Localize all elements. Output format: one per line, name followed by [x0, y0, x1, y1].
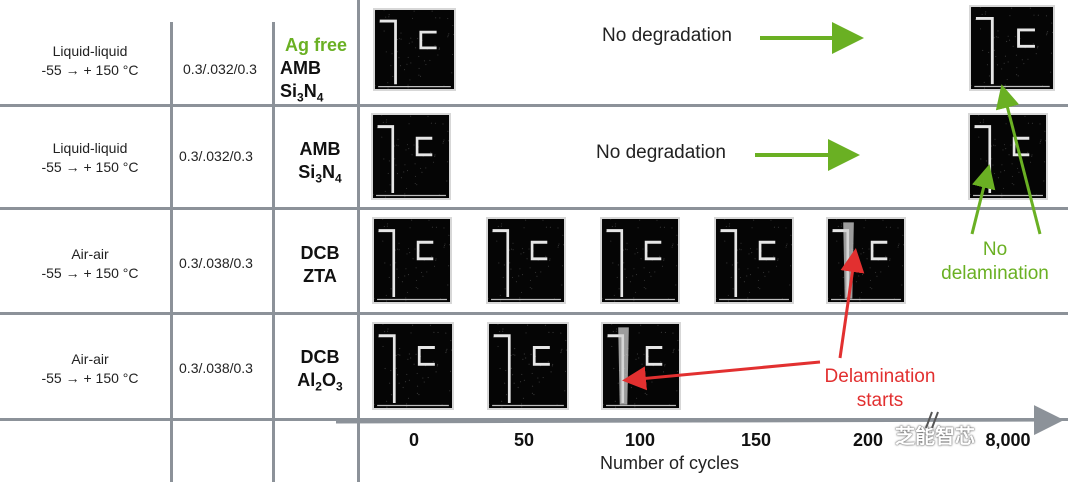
sem-trace-left [606, 229, 624, 298]
sem-pattern [971, 7, 1053, 89]
sem-trace-left [378, 229, 396, 298]
sem-image-r4-c0 [372, 322, 454, 410]
row-1-material: Ag free AMB Si3N4 [280, 35, 347, 105]
no-degradation-label-row-1: No degradation [602, 25, 732, 46]
sem-trace-left [377, 125, 395, 194]
row-4-ratio: 0.3/.038/0.3 [179, 360, 253, 376]
sem-image-r3-c50 [486, 217, 566, 304]
sem-trace-pad [758, 240, 776, 261]
sem-pattern [489, 324, 567, 408]
row-4-material: DCB Al2O3 [297, 347, 343, 394]
sem-pattern [374, 219, 450, 302]
delamination-starts-label: Delamination starts [824, 366, 936, 411]
x-tick-150: 150 [740, 430, 772, 450]
row-3-ratio: 0.3/.038/0.3 [179, 255, 253, 271]
sem-image-r2-c8000 [968, 113, 1048, 200]
row-1-condition: Liquid-liquid -55 → + 150 °C [41, 43, 139, 78]
sem-image-r2-c0 [371, 113, 451, 200]
x-tick-8000: 8,000 [985, 430, 1031, 450]
sem-trace-left [720, 229, 738, 298]
watermark-text: 芝能智芯 [895, 426, 975, 448]
sem-image-r1-c8000 [969, 5, 1055, 91]
row-4-condition: Air-air -55 → + 150 °C [41, 351, 139, 386]
sem-pattern [603, 324, 679, 408]
no-delamination-label: No delamination [941, 239, 1049, 284]
sem-trace-pad [870, 240, 888, 261]
row-divider-2 [0, 207, 1068, 210]
sem-pattern [716, 219, 792, 302]
sem-image-r3-c0 [372, 217, 452, 304]
sem-image-r1-c0 [373, 8, 456, 91]
row-divider-1 [0, 104, 1068, 107]
column-divider-3 [357, 0, 360, 482]
row-3-condition: Air-air -55 → + 150 °C [41, 246, 139, 281]
sem-pattern [488, 219, 564, 302]
sem-pattern [828, 219, 904, 302]
row-3-material: DCB ZTA [300, 243, 340, 286]
sem-trace-left [378, 334, 396, 403]
column-divider-1 [170, 22, 173, 482]
sem-trace-pad [645, 346, 663, 366]
sem-pattern [374, 324, 452, 408]
sem-trace-pad [530, 240, 548, 261]
sem-trace-pad [417, 346, 435, 366]
sem-pattern [970, 115, 1046, 198]
sem-delamination-region [843, 222, 854, 299]
x-tick-200: 200 [852, 430, 884, 450]
x-tick-100: 100 [624, 430, 656, 450]
sem-trace-pad [1012, 136, 1030, 157]
sem-image-r4-c50 [487, 322, 569, 410]
sem-image-r3-c150 [714, 217, 794, 304]
sem-trace-left [974, 125, 992, 194]
row-2-material: AMB Si3N4 [298, 139, 342, 186]
sem-trace-pad [1017, 28, 1035, 48]
sem-trace-left [492, 229, 510, 298]
x-tick-50: 50 [513, 430, 535, 450]
sem-image-r3-c100 [600, 217, 680, 304]
sem-image-r4-c100 [601, 322, 681, 410]
x-axis-label: Number of cycles [600, 453, 740, 473]
sem-image-r3-c200 [826, 217, 906, 304]
sem-trace-left [379, 19, 397, 85]
sem-trace-pad [416, 240, 434, 261]
sem-pattern [373, 115, 449, 198]
sem-trace-pad [644, 240, 662, 261]
column-divider-2 [272, 22, 275, 482]
sem-trace-pad [532, 346, 550, 366]
row-1-ratio: 0.3/.032/0.3 [183, 61, 257, 77]
sem-pattern [602, 219, 678, 302]
row-divider-3 [0, 312, 1068, 315]
sem-trace-left [493, 334, 511, 403]
row-2-condition: Liquid-liquid -55 → + 150 °C [41, 140, 139, 175]
sem-pattern [375, 10, 454, 89]
x-tick-0: 0 [408, 430, 419, 450]
sem-trace-pad [419, 30, 437, 50]
no-degradation-label-row-2: No degradation [596, 142, 726, 163]
row-2-ratio: 0.3/.032/0.3 [179, 148, 253, 164]
sem-trace-left [975, 17, 994, 85]
sem-delamination-region [618, 327, 629, 405]
sem-trace-pad [415, 136, 433, 157]
